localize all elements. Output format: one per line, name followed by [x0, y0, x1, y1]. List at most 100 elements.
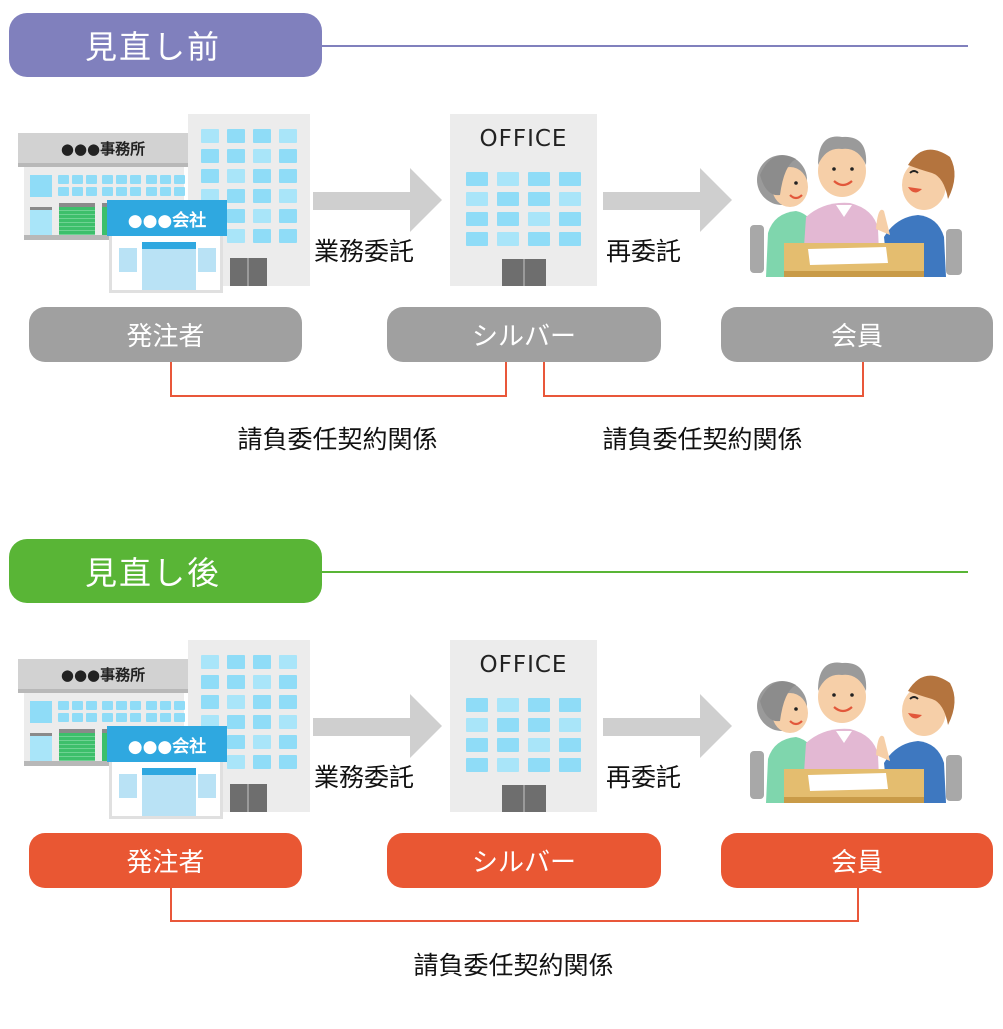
window-icon	[227, 149, 245, 163]
window-icon	[466, 172, 488, 186]
section-after: 見直し後 ●●●事務所	[0, 526, 1003, 1006]
window-icon	[227, 755, 245, 769]
window-icon	[253, 755, 271, 769]
window-icon	[146, 701, 157, 710]
arrow-right-icon	[313, 168, 443, 232]
tower-building-icon	[188, 114, 310, 286]
window-icon	[253, 675, 271, 689]
window-icon	[86, 175, 97, 184]
window-icon	[227, 715, 245, 729]
window-icon	[160, 175, 171, 184]
window-icon	[497, 758, 519, 772]
section-title-rule	[322, 571, 968, 573]
silver-office-building-icon: OFFICE	[450, 640, 597, 812]
window-icon	[279, 169, 297, 183]
relation-connector	[543, 362, 864, 397]
window-icon	[466, 718, 488, 732]
window-icon	[227, 695, 245, 709]
window-icon	[528, 698, 550, 712]
window-icon	[201, 655, 219, 669]
window-icon	[130, 701, 141, 710]
window-icon	[253, 655, 271, 669]
arrow-right-icon	[313, 694, 443, 758]
window-icon	[174, 713, 185, 722]
people-meeting-icon	[750, 136, 962, 277]
client-buildings-icon: ●●●事務所 ●●●会社	[18, 640, 310, 822]
window-icon	[279, 735, 297, 749]
window-icon	[201, 189, 219, 203]
window-icon	[146, 175, 157, 184]
window-icon	[466, 738, 488, 752]
window-icon	[466, 212, 488, 226]
window-icon	[227, 129, 245, 143]
window-icon	[116, 187, 127, 196]
window-icon	[497, 718, 519, 732]
window-icon	[227, 675, 245, 689]
window-icon	[58, 175, 69, 184]
office-door-icon	[502, 785, 546, 812]
window-icon	[528, 172, 550, 186]
window-icon	[86, 701, 97, 710]
relation-connector	[170, 888, 859, 922]
window-icon	[201, 675, 219, 689]
tower-door-icon	[230, 258, 267, 286]
office-sign-label: ●●●事務所	[60, 665, 146, 684]
window-icon	[528, 232, 550, 246]
pill-silver: シルバー	[387, 833, 661, 888]
window-icon	[116, 713, 127, 722]
window-icon	[201, 149, 219, 163]
window-icon	[201, 695, 219, 709]
window-icon	[227, 655, 245, 669]
window-icon	[279, 655, 297, 669]
window-icon	[497, 172, 519, 186]
window-icon	[279, 209, 297, 223]
window-icon	[253, 149, 271, 163]
company-sign-label: ●●●会社	[127, 210, 207, 231]
window-icon	[116, 175, 127, 184]
window-icon	[102, 701, 113, 710]
window-icon	[130, 713, 141, 722]
window-icon	[174, 175, 185, 184]
window-icon	[160, 713, 171, 722]
window-icon	[130, 187, 141, 196]
window-icon	[559, 718, 581, 732]
window-icon	[279, 149, 297, 163]
window-icon	[466, 232, 488, 246]
window-icon	[174, 187, 185, 196]
office-building-icon: ●●●事務所	[18, 659, 188, 767]
relation-label: 請負委任契約関係	[237, 425, 438, 454]
section-before: 見直し前 ●●●事務所	[0, 0, 1003, 480]
window-icon	[86, 187, 97, 196]
window-icon	[253, 695, 271, 709]
section-title-rule	[322, 45, 968, 47]
window-icon	[559, 758, 581, 772]
relation-label: 請負委任契約関係	[413, 951, 614, 980]
window-icon	[279, 675, 297, 689]
relation-label: 請負委任契約関係	[602, 425, 803, 454]
window-icon	[201, 169, 219, 183]
window-icon	[559, 172, 581, 186]
window-icon	[201, 129, 219, 143]
pill-member: 会員	[721, 833, 993, 888]
window-icon	[279, 229, 297, 243]
arrow-right-icon	[603, 694, 733, 758]
window-icon	[102, 713, 113, 722]
window-icon	[201, 715, 219, 729]
window-icon	[253, 229, 271, 243]
window-icon	[58, 187, 69, 196]
window-icon	[72, 713, 83, 722]
window-icon	[227, 209, 245, 223]
silver-office-building-icon: OFFICE	[450, 114, 597, 286]
window-icon	[497, 212, 519, 226]
company-store-icon: ●●●会社	[107, 726, 227, 822]
window-icon	[279, 695, 297, 709]
tower-door-icon	[230, 784, 267, 812]
client-buildings-icon: ●●●事務所 ●●●会社	[18, 114, 310, 296]
window-icon	[253, 735, 271, 749]
window-icon	[253, 169, 271, 183]
pill-client: 発注者	[29, 833, 302, 888]
window-icon	[130, 175, 141, 184]
arrow1-label: 業務委託	[314, 237, 415, 266]
window-icon	[58, 713, 69, 722]
section-title: 見直し前	[9, 13, 322, 77]
